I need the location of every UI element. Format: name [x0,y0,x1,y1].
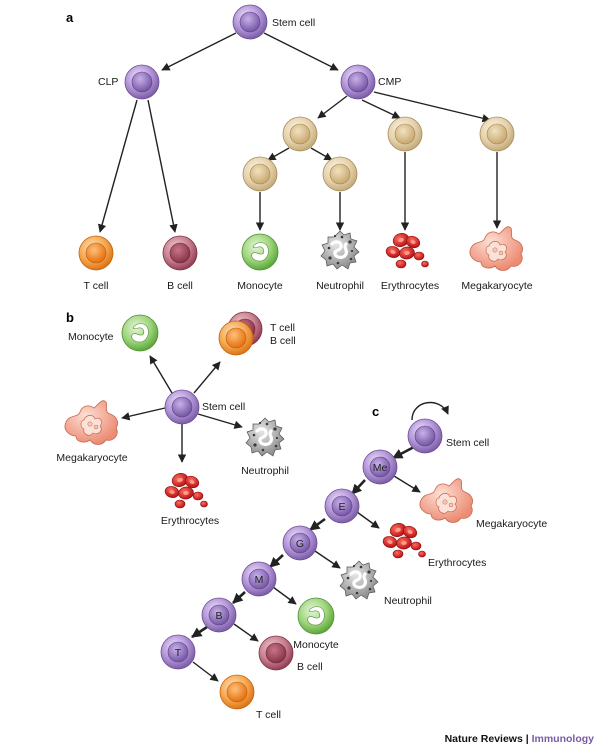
panel-c-megakaryocyte [419,478,474,523]
panel-a-t-cell-label: T cell [84,280,109,292]
panel-c-me-label: Me [373,462,388,474]
panel-c-erythrocytes [381,520,426,559]
panel-a-stem-cell [232,4,268,40]
panel-b-stem-cell-label: Stem cell [202,401,245,413]
panel-b-erythrocytes-label: Erythrocytes [161,515,219,527]
panel-c-t-cell [219,674,255,710]
panel-c-t-label: T [175,647,182,659]
panel-label-c: c [372,404,379,419]
credit-journal: Nature Reviews [445,733,523,745]
panel-b-stem-cell [164,389,200,425]
panel-c-b-cell-label: B cell [297,661,323,673]
panel-b-b-cell-label: B cell [270,335,296,347]
panel-c-monocyte-label: Monocyte [293,639,339,651]
panel-b-megakaryocyte-label: Megakaryocyte [56,452,127,464]
panel-c-neutrophil-label: Neutrophil [384,595,432,607]
panel-label-b: b [66,310,74,325]
panel-a-megakaryocyte-label: Megakaryocyte [461,280,532,292]
journal-credit: Nature Reviews | Immunology [445,733,595,745]
panel-b-erythrocytes [163,470,208,509]
panel-c-neutrophil [338,559,380,601]
panel-a-progenitor-mk [479,116,515,152]
panel-a-neutrophil [319,229,361,271]
panel-b-t-cell [218,320,254,356]
panel-a-t-cell [78,235,114,271]
panel-a-cmp-cell [340,64,376,100]
panel-c-m-label: M [255,574,264,586]
panel-c-erythrocytes-label: Erythrocytes [428,557,486,569]
panel-a-clp-label: CLP [98,76,118,88]
panel-b-megakaryocyte [64,400,119,445]
panel-a-monocyte-label: Monocyte [237,280,283,292]
panel-label-a: a [66,10,74,25]
panel-c-stem-cell [407,418,443,454]
panel-a-progenitor-gm [282,116,318,152]
panel-b-arrows [121,355,243,463]
panel-c-megakaryocyte-label: Megakaryocyte [476,518,547,530]
panel-a-b-cell [162,235,198,271]
panel-c-t-cell-label: T cell [256,709,281,721]
panel-a-stem-cell-label: Stem cell [272,17,315,29]
panel-c-b-label: B [215,610,222,622]
panel-b-t-cell-label: T cell [270,322,295,334]
panel-a-cmp-label: CMP [378,76,401,88]
panel-c-arrows [191,401,449,682]
panel-c-e-label: E [338,501,345,513]
panel-a-megakaryocyte [469,226,524,271]
panel-a-clp-cell [124,64,160,100]
panel-a-b-cell-label: B cell [167,280,193,292]
credit-separator: | [523,733,532,745]
panel-c-g-label: G [296,538,304,550]
panel-b-monocyte-label: Monocyte [68,331,114,343]
panel-a-monocyte [241,233,279,271]
panel-b-monocyte [121,314,159,352]
panel-a-progenitor-e [387,116,423,152]
panel-c-b-cell [258,635,294,671]
panel-a-progenitor-m [242,156,278,192]
panel-a-erythrocytes [384,230,429,269]
panel-a-progenitor-g [322,156,358,192]
credit-section: Immunology [532,733,595,745]
panel-a-erythrocytes-label: Erythrocytes [381,280,439,292]
panel-a-neutrophil-label: Neutrophil [316,280,364,292]
panel-c-monocyte [297,597,335,635]
panel-a-arrows [97,32,502,233]
panel-c-stem-cell-label: Stem cell [446,437,489,449]
panel-b-neutrophil-label: Neutrophil [241,465,289,477]
panel-b-neutrophil [244,416,286,458]
